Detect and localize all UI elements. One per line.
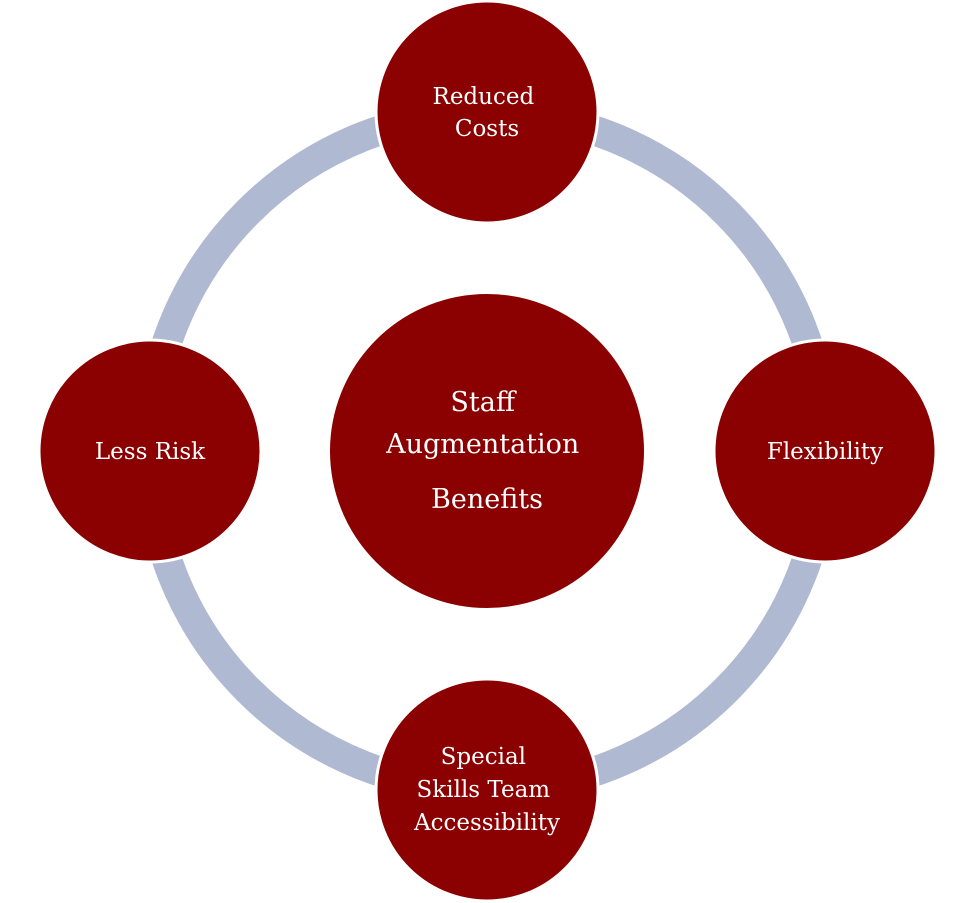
center-node: Staff Augmentation Benefits <box>328 292 646 610</box>
node-special-skills-team-accessibility: Special Skills Team Accessibility <box>374 677 600 903</box>
center-node-label-line-1: Staff <box>450 387 516 418</box>
node-special-skills-circle <box>374 677 600 903</box>
svg-text:Reduced Costs: Reduced Costs <box>433 84 542 142</box>
svg-text:Flexibility: Flexibility <box>767 439 883 465</box>
svg-text:Special Skills Team: Special Skills Team Accessibility <box>413 744 560 836</box>
node-special-skills-label-line-2: Skills Team <box>417 777 551 803</box>
center-node-circle <box>328 292 646 610</box>
node-reduced-costs-circle <box>374 0 600 225</box>
node-flexibility: Flexibility <box>712 338 938 564</box>
node-reduced-costs: Reduced Costs <box>374 0 600 225</box>
node-less-risk-label: Less Risk <box>95 439 206 465</box>
center-node-label-line-3: Benefits <box>431 484 543 515</box>
node-reduced-costs-label-line-1: Reduced <box>433 84 535 110</box>
node-reduced-costs-label-line-2: Costs <box>455 116 519 142</box>
node-special-skills-label-line-1: Special <box>441 744 526 770</box>
node-special-skills-label-line-3: Accessibility <box>413 810 560 836</box>
svg-text:Less Risk: Less Risk <box>95 439 206 465</box>
svg-text:Staff Augmentation: Staff Augmentation Benefits <box>385 387 588 515</box>
node-flexibility-circle <box>712 338 938 564</box>
node-less-risk: Less Risk <box>37 338 263 564</box>
node-less-risk-circle <box>37 338 263 564</box>
center-node-label-line-2: Augmentation <box>385 429 579 460</box>
node-flexibility-label: Flexibility <box>767 439 883 465</box>
